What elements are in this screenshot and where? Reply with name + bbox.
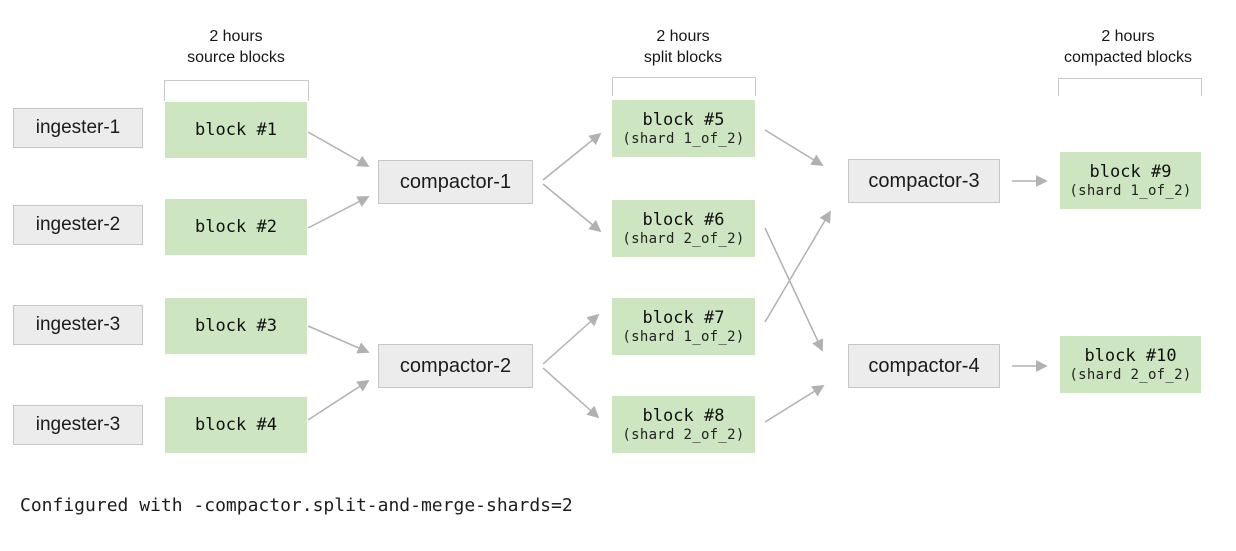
header-line: 2 hours [1101,28,1155,45]
block-label: block #1 [195,119,277,140]
bracket-split-blocks [612,77,756,96]
bracket-compacted-blocks [1058,78,1202,96]
node-label: compactor-3 [868,169,980,192]
edge-block1-compactor1 [307,131,370,167]
node-block-3: block #3 [165,298,307,354]
edge-block2-compactor1 [307,196,370,229]
block-label: block #2 [195,216,277,237]
node-ingester-3b: ingester-3 [13,405,143,445]
edge-block8-compactor4 [764,385,825,423]
node-label: compactor-4 [868,354,980,377]
block-label: block #10 [1084,345,1177,366]
edge-block6-compactor4 [764,227,824,352]
node-label: ingester-3 [35,414,121,435]
header-compacted-blocks: 2 hours compacted blocks [1028,26,1228,68]
node-block-8: block #8 (shard 2_of_2) [612,396,755,453]
node-block-6: block #6 (shard 2_of_2) [612,200,755,257]
block-label: block #4 [195,414,277,435]
node-ingester-1: ingester-1 [13,108,143,148]
node-block-10: block #10 (shard 2_of_2) [1060,336,1201,393]
edge-compactor2-block7 [542,313,600,365]
shard-label: (shard 1_of_2) [1069,182,1192,199]
block-label: block #9 [1089,161,1172,182]
block-label: block #6 [642,209,725,230]
shard-label: (shard 1_of_2) [622,130,745,147]
edge-block7-compactor3 [764,210,831,323]
edge-block5-compactor3 [764,129,824,166]
node-block-7: block #7 (shard 1_of_2) [612,298,755,355]
header-line: source blocks [187,49,285,66]
node-block-2: block #2 [165,199,307,255]
header-split-blocks: 2 hours split blocks [593,26,773,68]
header-line: 2 hours [656,28,710,45]
header-source-blocks: 2 hours source blocks [146,26,326,68]
header-line: compacted blocks [1063,49,1193,66]
bracket-source-blocks [164,80,309,101]
node-label: compactor-1 [399,170,512,193]
node-block-1: block #1 [165,102,307,158]
node-label: ingester-2 [35,214,121,235]
header-line: 2 hours [209,28,263,45]
node-block-5: block #5 (shard 1_of_2) [612,100,755,157]
edge-compactor1-block5 [542,132,602,181]
node-compactor-4: compactor-4 [848,344,1000,388]
node-block-4: block #4 [165,397,307,453]
node-label: compactor-2 [399,354,512,377]
block-label: block #5 [642,109,725,130]
node-label: ingester-3 [35,314,121,335]
block-label: block #7 [642,307,725,328]
node-label: ingester-1 [35,117,121,138]
block-label: block #8 [642,405,725,426]
shard-label: (shard 1_of_2) [622,328,745,345]
node-compactor-1: compactor-1 [378,160,533,204]
node-block-9: block #9 (shard 1_of_2) [1060,152,1201,209]
edge-block4-compactor2 [307,380,370,421]
edge-block3-compactor2 [307,325,370,354]
node-ingester-3: ingester-3 [13,305,143,345]
edge-compactor1-block6 [542,183,602,233]
shard-label: (shard 2_of_2) [1069,366,1192,383]
node-compactor-2: compactor-2 [378,344,533,388]
header-line: split blocks [643,49,723,66]
shard-label: (shard 2_of_2) [622,426,745,443]
shard-label: (shard 2_of_2) [622,230,745,247]
node-ingester-2: ingester-2 [13,205,143,245]
edge-compactor2-block8 [542,367,600,419]
block-label: block #3 [195,315,277,336]
config-caption: Configured with -compactor.split-and-mer… [20,495,573,516]
node-compactor-3: compactor-3 [848,159,1000,203]
